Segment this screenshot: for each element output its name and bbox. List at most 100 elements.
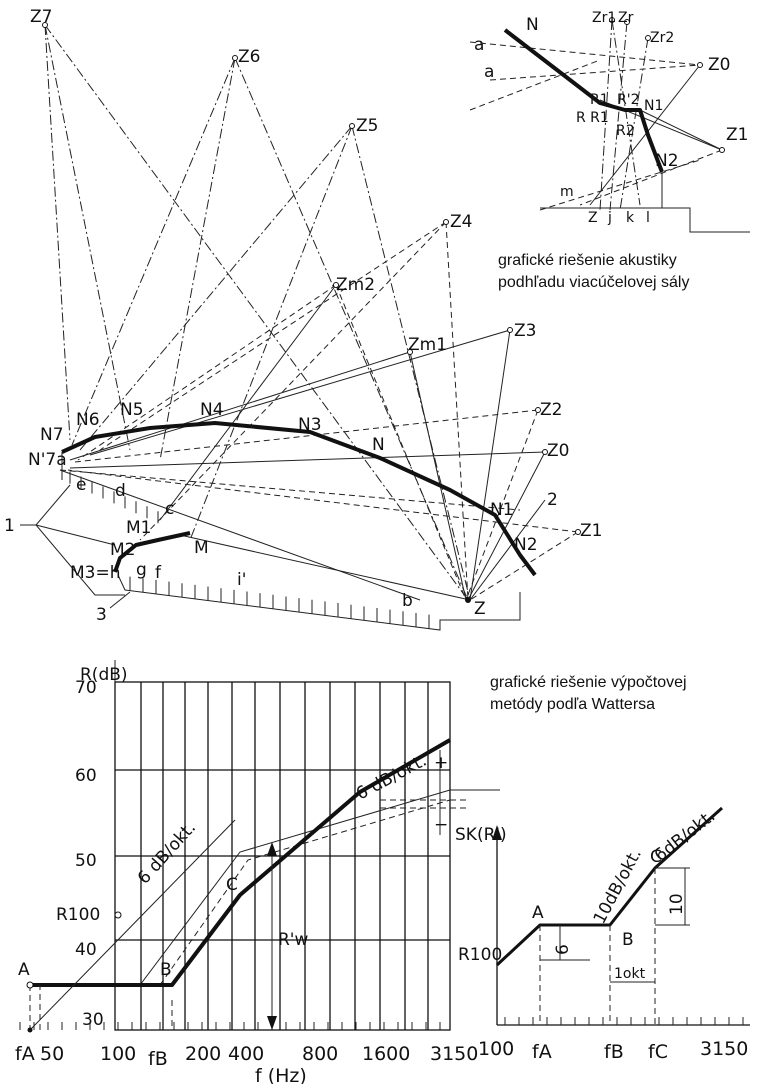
y-tick-70: 70 <box>75 678 97 698</box>
balcony-profile <box>113 531 191 573</box>
ray-lines <box>44 24 579 601</box>
inset-diagram: a a N Zr1 Zr Zr2 Z0 Z1 R1 R'2 N1 R R1 R2… <box>469 10 750 233</box>
right-label-ten: 10 <box>667 893 687 915</box>
x-tick-50: 50 <box>40 1043 64 1065</box>
label-zm1: Zm1 <box>408 335 447 355</box>
inset-ray-lines <box>469 19 723 211</box>
label-slope-steep: 6 dB/okt. <box>353 751 430 805</box>
label-point-a: A <box>18 960 30 980</box>
label-n: N <box>372 435 385 455</box>
label-m: M <box>194 538 209 558</box>
label-three: 3 <box>96 605 107 625</box>
inset-label-zr: Zr <box>618 10 634 26</box>
label-z2: Z2 <box>540 400 562 420</box>
left-chart-grid <box>19 682 450 1030</box>
label-n7a: N'7a <box>28 450 67 470</box>
inset-caption-line1: grafické riešenie akustiky <box>498 252 677 269</box>
inset-ceiling <box>503 28 664 173</box>
label-slope-ref: 6 dB/okt. <box>134 818 200 888</box>
watters-chart: R(dB) 70 60 50 40 30 50 100 200 400 800 … <box>15 660 687 1084</box>
label-rw: R'w <box>278 930 308 950</box>
left-xlabel: f (Hz) <box>255 1065 307 1084</box>
label-two: 2 <box>547 490 558 510</box>
inset-label-r2: R2 <box>616 123 635 139</box>
inset-label-r1: R1 <box>590 92 609 108</box>
label-z5: Z5 <box>356 116 378 136</box>
label-one: 1 <box>4 516 15 536</box>
inset-caption: grafické riešenie akustiky podhľadu viac… <box>498 250 756 294</box>
label-c: c <box>165 499 174 519</box>
right-x-ticks <box>504 1017 744 1025</box>
inset-label-rr1: R R1 <box>576 110 609 126</box>
label-m1: M1 <box>126 518 151 538</box>
upper-ticks <box>69 471 159 524</box>
inset-label-z0: Z0 <box>708 55 730 75</box>
inset-label-m: m <box>560 184 574 200</box>
x-tick-1600: 1600 <box>362 1043 410 1065</box>
left-ylabel: R(dB) <box>80 665 128 685</box>
label-n2: N2 <box>514 535 538 555</box>
label-fb: fB <box>148 1048 168 1070</box>
inset-label-r2p: R'2 <box>617 92 639 108</box>
inset-label-a1: a <box>474 35 484 55</box>
x-tick-100: 100 <box>100 1043 136 1065</box>
label-minus: − <box>434 815 448 835</box>
ceiling-ray-diagram: Z7 Z6 Z5 Z4 Zm2 Zm1 Z3 Z2 Z0 Z1 Z N7 N'7… <box>4 7 602 631</box>
label-m3h: M3=h <box>70 563 121 583</box>
x-tick-800: 800 <box>302 1043 338 1065</box>
y-tick-40: 40 <box>75 940 97 960</box>
chart-caption-line2: metódy podľa Wattersa <box>490 696 656 713</box>
label-z7: Z7 <box>30 7 52 27</box>
label-d: d <box>115 481 126 501</box>
x-tick-3150: 3150 <box>430 1043 478 1065</box>
label-point-b: B <box>160 960 172 980</box>
right-label-a: A <box>532 903 544 923</box>
y-tick-60: 60 <box>75 766 97 786</box>
inset-label-a2: a <box>484 62 494 82</box>
label-fa: fA <box>15 1043 35 1065</box>
label-n4: N4 <box>200 400 224 420</box>
inset-label-z1: Z1 <box>726 125 748 145</box>
label-z: Z <box>474 599 486 619</box>
audience-ticks <box>129 576 430 629</box>
inset-floor <box>540 207 750 233</box>
source-points <box>42 22 581 603</box>
inset-label-z: Z <box>588 210 598 226</box>
inset-caption-line2: podhľadu viacúčelovej sály <box>498 274 690 291</box>
right-x-3150: 3150 <box>700 1038 748 1060</box>
bracket-one <box>35 484 125 596</box>
label-z3: Z3 <box>514 321 536 341</box>
label-b: b <box>402 591 413 611</box>
label-r100-left: R100 <box>56 905 100 925</box>
label-z4: Z4 <box>450 212 472 232</box>
label-i: i' <box>237 570 246 590</box>
right-label-six: 6 <box>553 944 573 955</box>
ceiling-profile <box>61 421 537 577</box>
inset-label-n2: N2 <box>655 151 679 171</box>
inset-label-k: k <box>626 210 635 226</box>
label-n7: N7 <box>40 425 64 445</box>
label-n6: N6 <box>76 410 100 430</box>
label-m2: M2 <box>110 540 135 560</box>
label-n3: N3 <box>298 415 322 435</box>
x-tick-200: 200 <box>185 1043 221 1065</box>
label-z0: Z0 <box>547 441 569 461</box>
inset-label-zr1: Zr1 <box>592 10 616 26</box>
slope-reference-line <box>29 819 236 1031</box>
right-label-slope2: 6dB/okt. <box>651 806 720 866</box>
label-plus: + <box>434 753 448 773</box>
right-x-fb: fB <box>604 1041 624 1063</box>
result-curve <box>30 738 452 987</box>
label-z6: Z6 <box>238 47 260 67</box>
inset-label-zr2: Zr2 <box>650 30 674 46</box>
inset-label-l: l <box>646 210 650 226</box>
hall-floor <box>117 574 521 631</box>
right-label-r100: R100 <box>458 945 502 965</box>
right-x-fc: fC <box>648 1041 668 1063</box>
inset-label-j: j <box>607 210 612 226</box>
inset-label-n1: N1 <box>644 98 663 114</box>
y-tick-30: 30 <box>82 1010 104 1030</box>
label-n1: N1 <box>490 500 514 520</box>
right-label-one-okt: 1okt <box>614 966 646 982</box>
